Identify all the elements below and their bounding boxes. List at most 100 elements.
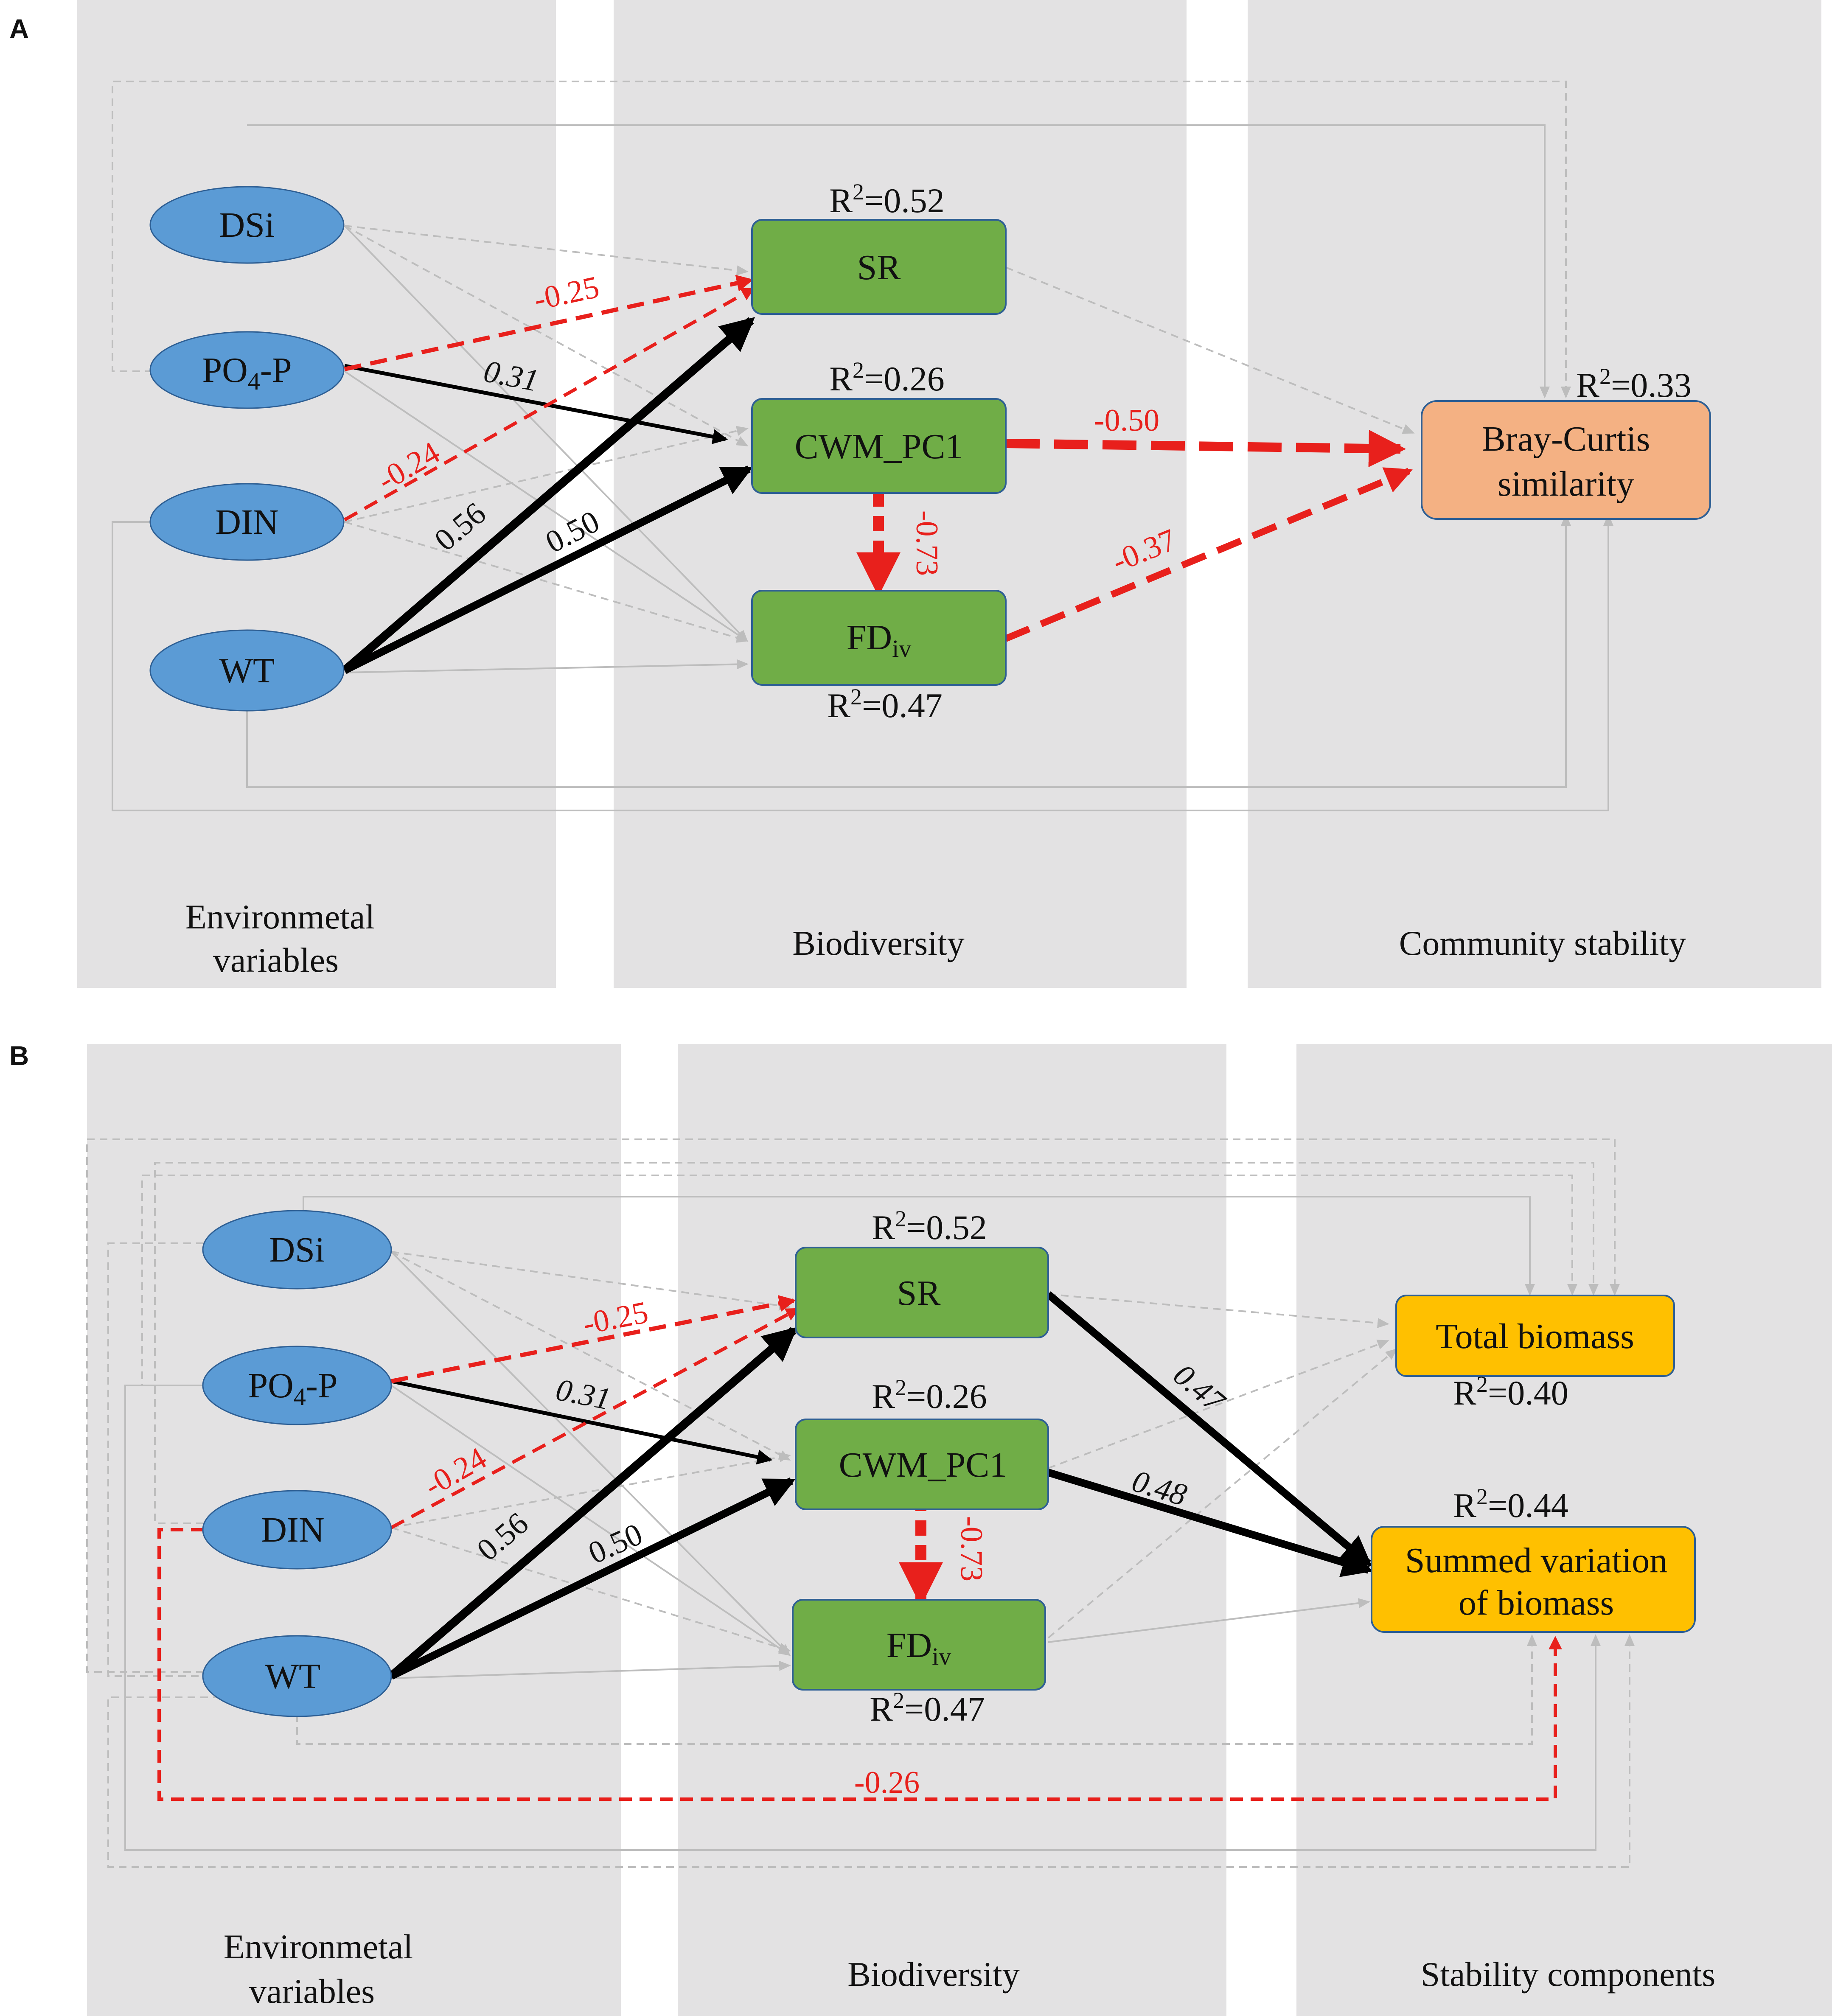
b-node-dsi-shape <box>202 1210 392 1290</box>
b-path-din-fd <box>391 1527 791 1653</box>
b-path-din-cwm <box>391 1452 791 1528</box>
b-node-summed-label-line1: Summed variation <box>1405 1541 1667 1580</box>
node-din-label: DIN <box>215 502 278 542</box>
panel-b-nonsignificant-paths <box>86 1138 1635 1868</box>
node-bray: Bray-Curtis similarity <box>1421 400 1711 520</box>
b-path-cwm-total <box>1048 1340 1389 1469</box>
path-wt-fd <box>344 659 749 673</box>
panel-b-column-labels: Environmetal variables Biodiversity Stab… <box>224 1927 1716 2010</box>
coef-cwm-fd: -0.73 <box>909 510 944 576</box>
b-r2-total: R2=0.40 <box>1453 1371 1568 1412</box>
b-node-fd-shape <box>792 1599 1046 1691</box>
b-r2-sr: R2=0.52 <box>872 1206 987 1247</box>
node-sr: SR <box>751 219 1007 315</box>
path-dsi-fd <box>344 225 748 642</box>
label-community-stability: Community stability <box>1399 924 1686 962</box>
node-cwm: CWM_PC1 <box>751 398 1007 494</box>
b-path-din-sr <box>390 1307 800 1529</box>
node-dsi-shape <box>149 186 345 264</box>
b-path-din-summed <box>157 1528 1562 1801</box>
label-env-line1: Environmetal <box>185 897 375 936</box>
b-node-wt-label: WT <box>265 1657 321 1696</box>
b-node-din-shape <box>202 1490 392 1570</box>
b-path-cwm-summed <box>1047 1469 1373 1577</box>
b-path-din-total <box>154 1162 1599 1524</box>
b-node-po4: PO4-P <box>202 1346 392 1425</box>
b-path-po4-sr <box>391 1295 796 1383</box>
b-node-po4-shape <box>202 1346 392 1425</box>
panel-b: B <box>9 1040 1832 2016</box>
b-coef-din-summed: -0.26 <box>854 1765 920 1800</box>
b-path-sr-total <box>1048 1293 1389 1328</box>
b-label-env-line1: Environmetal <box>224 1927 413 1966</box>
b-path-sr-summed <box>1046 1291 1372 1567</box>
panel-a-column-labels: Environmetal variables Biodiversity Comm… <box>185 897 1686 979</box>
env-column-bg <box>77 0 556 988</box>
node-sr-shape <box>751 219 1007 315</box>
panel-a-r2-labels: R2=0.52 R2=0.26 R2=0.47 R2=0.33 <box>827 179 1691 725</box>
node-po4-shape <box>149 331 345 409</box>
b-node-summed-variation-shape <box>1371 1526 1696 1633</box>
path-wt-cwm <box>342 465 753 674</box>
node-sr-label: SR <box>857 248 901 287</box>
b-node-fd-label: FDiv <box>887 1626 951 1670</box>
panel-b-stability-nodes: Total biomass Summed variation of biomas… <box>1371 1295 1696 1633</box>
node-po4: PO4-P <box>149 331 345 409</box>
b-node-wt: WT <box>202 1635 392 1717</box>
b-node-dsi-label: DSi <box>269 1230 325 1270</box>
r2-cwm: R2=0.26 <box>829 357 944 398</box>
b-node-din: DIN <box>202 1490 392 1570</box>
node-bray-label-line1: Bray-Curtis <box>1482 419 1650 459</box>
label-env-line2: variables <box>213 941 339 979</box>
b-path-wt-summed <box>296 1634 1537 1745</box>
b-path-fd-summed <box>1048 1598 1370 1643</box>
path-po4-cwm <box>344 364 728 444</box>
label-biodiversity: Biodiversity <box>792 924 964 962</box>
b-path-fd-total <box>1047 1348 1398 1639</box>
panel-b-biodiversity-nodes: SR CWM_PC1 FDiv <box>792 1247 1049 1691</box>
b-path-wt-fd <box>391 1660 791 1679</box>
r2-bray: R2=0.33 <box>1576 364 1691 404</box>
panel-a-env-nodes: DSi PO4-P DIN WT <box>149 186 345 712</box>
node-cwm-shape <box>751 398 1007 494</box>
b-node-dsi: DSi <box>202 1210 392 1290</box>
b-node-total-biomass-shape <box>1395 1295 1675 1377</box>
path-din-bray <box>112 514 1613 811</box>
b-path-wt-sr <box>388 1327 798 1680</box>
path-wt-bray <box>246 514 1571 788</box>
b-node-sr: SR <box>795 1247 1049 1338</box>
path-cwm-bray <box>1005 429 1406 467</box>
b-path-po4-fd <box>390 1385 791 1656</box>
b-path-wt-cwm <box>390 1477 796 1680</box>
panel-a-positive-paths <box>342 317 755 674</box>
panel-a-letter: A <box>9 14 29 44</box>
panel-b-letter: B <box>9 1040 29 1071</box>
node-bray-label-line2: similarity <box>1498 464 1634 504</box>
b-path-po4-summed <box>124 1385 1601 1851</box>
path-wt-sr <box>342 317 755 674</box>
node-fd-shape <box>751 590 1007 686</box>
r2-sr: R2=0.52 <box>829 179 944 220</box>
b-path-dsi-summed <box>107 1634 1635 1868</box>
b-node-total-biomass-label: Total biomass <box>1436 1317 1634 1356</box>
node-fd: FDiv <box>751 590 1007 686</box>
path-din-cwm <box>344 426 749 523</box>
path-dsi-sr <box>344 225 749 276</box>
b-path-dsi-fd <box>390 1251 791 1656</box>
path-po4-sr <box>344 275 754 371</box>
b-path-dsi-wt <box>107 1242 204 1677</box>
node-dsi: DSi <box>149 186 345 264</box>
node-din: DIN <box>149 483 345 561</box>
path-dsi-bray <box>247 124 1550 398</box>
b-node-din-label: DIN <box>261 1510 324 1550</box>
b-node-sr-shape <box>795 1247 1049 1338</box>
node-wt-shape <box>149 629 345 712</box>
b-path-po4-cwm <box>391 1379 773 1465</box>
path-dsi-cwm <box>344 225 749 446</box>
b-node-sr-label: SR <box>897 1273 941 1313</box>
path-po4-bray <box>112 81 1571 398</box>
panel-b-env-nodes: DSi PO4-P DIN WT <box>202 1210 392 1717</box>
node-wt: WT <box>149 629 345 712</box>
panel-b-negative-paths <box>157 1295 1562 1801</box>
